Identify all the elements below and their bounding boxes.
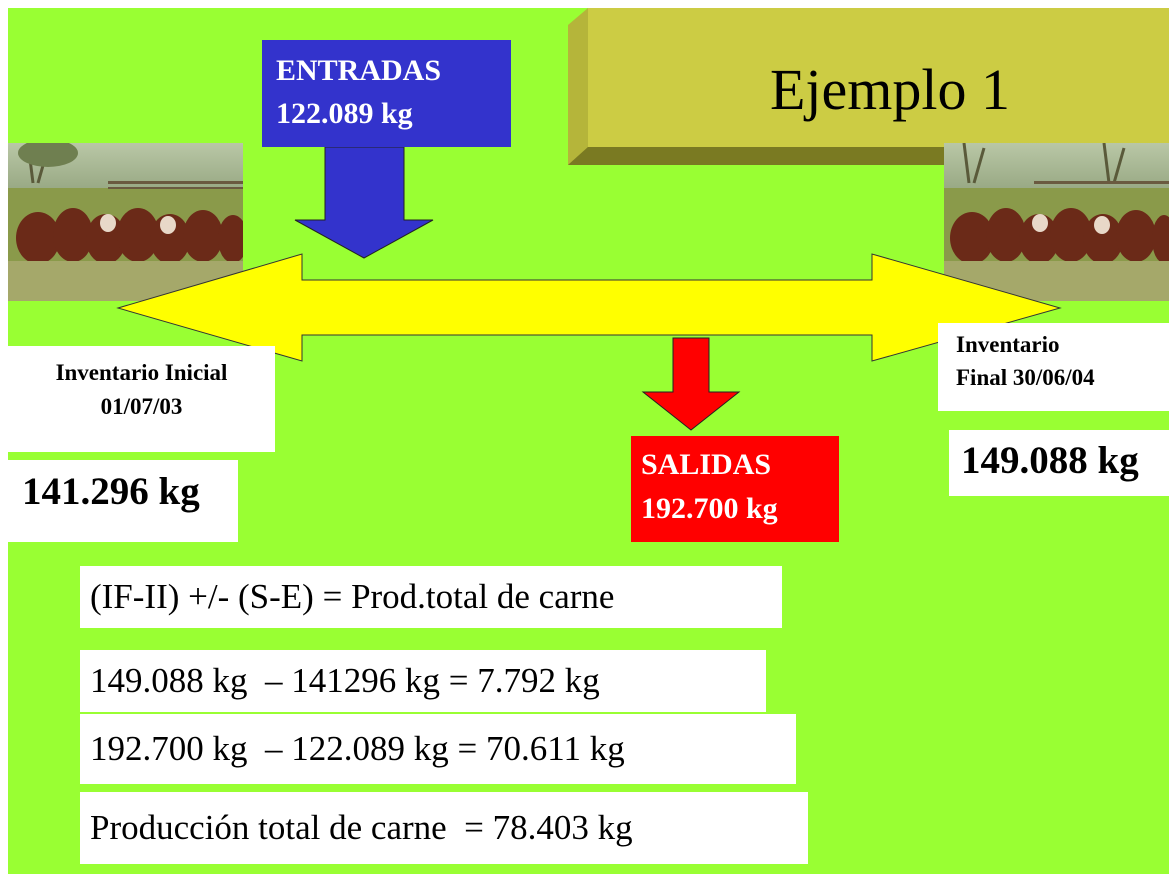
formula-salidas-entradas: 192.700 kg – 122.089 kg = 70.611 kg [80,714,796,784]
salidas-value: 192.700 kg [641,492,778,525]
entradas-label: ENTRADAS [276,54,442,87]
formula-resultado: Producción total de carne = 78.403 kg [80,792,808,864]
inventario-inicial-line2: 01/07/03 [100,394,183,419]
entradas-box: ENTRADAS 122.089 kg [262,40,511,147]
double-arrow [116,253,1062,362]
inventario-inicial-line1: Inventario Inicial [55,360,228,385]
formula-inventario: 149.088 kg – 141296 kg = 7.792 kg [80,650,766,712]
slide-title: Ejemplo 1 [769,57,1010,122]
inventario-inicial-label-box: Inventario Inicial 01/07/03 [8,346,275,452]
inventario-inicial-value: 141.296 kg [8,460,238,542]
entradas-value: 122.089 kg [276,97,413,130]
formula-general: (IF-II) +/- (S-E) = Prod.total de carne [80,566,782,628]
salidas-box: SALIDAS 192.700 kg [631,436,839,542]
cattle-photo-right [944,143,1169,301]
cattle-image-left [8,143,243,301]
inventario-final-label-box: Inventario Final 30/06/04 [938,323,1169,411]
salidas-label: SALIDAS [641,448,772,481]
salidas-arrow-shape [641,337,741,431]
inventario-final-line1: Inventario [956,332,1060,357]
inventario-final-value: 149.088 kg [949,430,1169,496]
inventario-final-line2: Final 30/06/04 [956,365,1095,390]
entradas-arrow [294,146,434,259]
cattle-photo-left [8,143,243,301]
cattle-image-right [944,143,1169,301]
